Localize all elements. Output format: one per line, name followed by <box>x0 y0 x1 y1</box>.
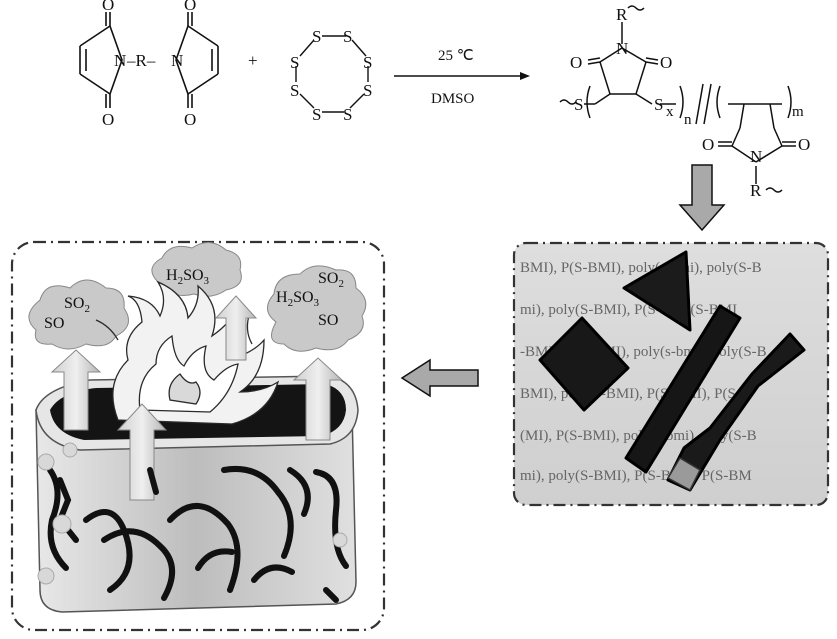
condition-solvent: DMSO <box>431 91 475 107</box>
cloud-right <box>267 265 367 352</box>
burnt-end <box>666 456 701 492</box>
square-sample <box>538 316 630 412</box>
left-arrow <box>400 358 479 398</box>
atom-o-2: O <box>102 110 114 129</box>
triangle-sample <box>622 250 692 332</box>
polymer-s-left: S <box>574 95 583 114</box>
cloud-right-labels: SO2 H2SO3 SO <box>276 270 344 329</box>
polymer-structure <box>559 5 796 193</box>
sample-photo-panel: BMI), P(S-BMI), poly(s-bmi), poly(S-B mi… <box>512 241 830 507</box>
polymer-r-top: R <box>616 5 628 24</box>
linker-r: –R– <box>126 51 156 70</box>
cloud-right-h2so3: H2SO3 <box>276 289 320 309</box>
cloud-middle-labels: H2SO3 <box>166 267 210 287</box>
s8-atom: S <box>290 53 299 72</box>
polymer-n-top: N <box>616 39 628 58</box>
polymer-n-lower: N <box>750 147 762 166</box>
photo-text-line: BMI), poly(S-BMI), P(S-BMI), P(S-B <box>520 386 751 402</box>
cloud-right-so2: SO2 <box>318 270 344 290</box>
s8-atom: S <box>363 53 372 72</box>
cloud-left <box>28 279 129 350</box>
s8-atom: S <box>312 105 321 124</box>
s8-atom: S <box>343 105 352 124</box>
atom-o-4: O <box>184 110 196 129</box>
reaction-arrow <box>394 72 530 80</box>
polymer-r-lower: R <box>750 181 762 200</box>
polymer-chains <box>47 466 349 603</box>
photo-text-line: mi), poly(S-BMI), P(S-BMI), P(S-BM <box>520 468 752 484</box>
cloud-middle <box>151 242 242 297</box>
atom-o-1: O <box>102 0 114 14</box>
s8-atom: S <box>363 81 372 100</box>
photo-text-line: mi), poly(S-BMI), P(S-B , P(S-BMI <box>520 302 737 318</box>
gas-release-arrows <box>50 295 344 501</box>
bar-sample <box>624 304 742 474</box>
polymer-o-left: O <box>570 53 582 72</box>
polymer-subscript-m: m <box>792 104 804 120</box>
cloud-left-so2: SO2 <box>64 295 90 315</box>
atom-o-3: O <box>184 0 196 14</box>
polymer-s-right: S <box>654 95 663 114</box>
cloud-right-so: SO <box>318 312 338 329</box>
cloud-left-so: SO <box>44 315 64 332</box>
polymer-o-lower-right: O <box>798 135 810 154</box>
atom-n-1: N <box>114 51 126 70</box>
cloud-middle-h2so3: H2SO3 <box>166 267 210 287</box>
cloud-left-labels: SO2 SO <box>44 295 90 332</box>
plus-sign: + <box>248 51 258 70</box>
s8-atom: S <box>290 81 299 100</box>
s8-ring <box>295 35 369 113</box>
down-arrow <box>678 164 726 232</box>
dogbone-sample <box>666 332 806 492</box>
polymer-subscript-n: n <box>684 112 692 128</box>
atom-n-2: N <box>171 51 183 70</box>
photo-text-line: BMI), P(S-BMI), poly(s-bmi), poly(S-B <box>520 260 762 276</box>
condition-temperature: 25 ℃ <box>438 48 474 64</box>
box-side <box>35 409 357 613</box>
polymer-o-lower-left: O <box>702 135 714 154</box>
polymer-labels: R N O O S S x n m O O N R <box>570 5 810 200</box>
polymer-o-right: O <box>660 53 672 72</box>
side-bubbles <box>37 442 348 585</box>
s8-atom: S <box>343 27 352 46</box>
polymer-subscript-x: x <box>666 104 674 120</box>
bismaleimide-structure <box>79 12 219 108</box>
burning-panel <box>10 240 386 632</box>
s8-atoms: S S S S S S S S <box>290 27 372 124</box>
s8-atom: S <box>312 27 321 46</box>
